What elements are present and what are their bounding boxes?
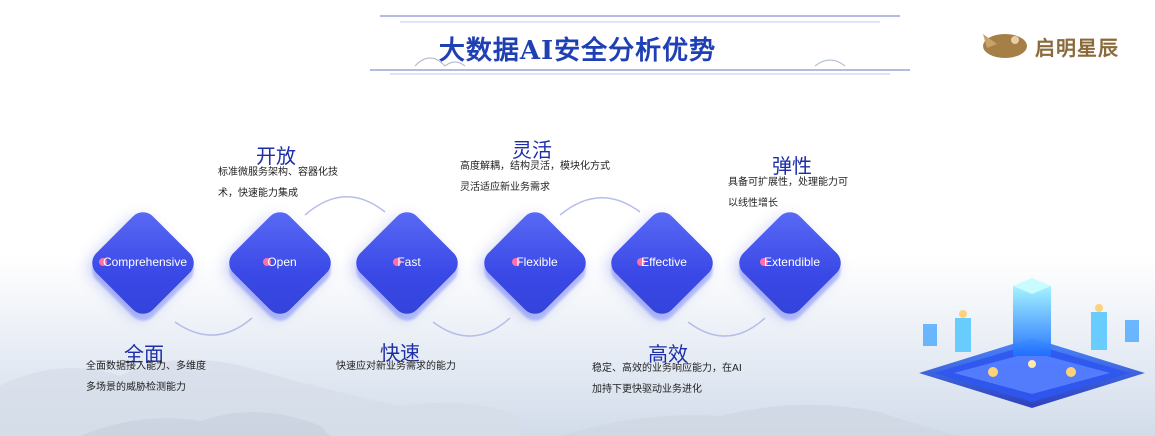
feature-heading-extendible: 弹性 xyxy=(772,154,812,178)
mountain-decoration xyxy=(0,359,960,436)
feature-diamond-effective: Effective xyxy=(605,206,719,327)
pink-dot-icon xyxy=(759,258,768,266)
feature-heading-flexible: 灵活 xyxy=(512,138,552,162)
feature-desc-fast: 快速应对新业务需求的能力 xyxy=(336,361,456,372)
pink-dot-icon xyxy=(393,258,402,266)
isometric-datacenter-illustration xyxy=(919,278,1145,408)
title-frame-decoration xyxy=(370,15,910,75)
pink-dot-icon xyxy=(263,258,272,266)
feature-heading-comprehensive: 全面 xyxy=(124,342,164,366)
diamond-label: Comprehensive xyxy=(88,255,198,269)
pink-dot-icon xyxy=(637,258,646,266)
feature-desc-open: 标准微服务架构、容器化技 术，快速能力集成 xyxy=(218,167,338,199)
venus-logo-icon xyxy=(983,34,1027,58)
feature-desc-effective: 稳定、高效的业务响应能力，在AI 加持下更快驱动业务进化 xyxy=(592,363,742,395)
feature-desc-flexible: 高度解耦，结构灵活，模块化方式 灵活适应新业务需求 xyxy=(460,161,610,193)
diamond-label: Flexible xyxy=(480,255,590,269)
feature-diamond-flexible: Flexible xyxy=(478,206,592,327)
feature-heading-open: 开放 xyxy=(256,144,296,168)
feature-diamond-extendible: Extendible xyxy=(733,206,847,327)
logo-text: 启明星辰 xyxy=(1035,36,1119,60)
feature-diamond-open: Open xyxy=(223,206,337,327)
diamond-label: Fast xyxy=(352,255,462,269)
diamond-label: Effective xyxy=(607,255,717,269)
feature-desc-extendible: 具备可扩展性，处理能力可 以线性增长 xyxy=(728,177,848,209)
diamond-label: Open xyxy=(225,255,335,269)
pink-dot-icon xyxy=(512,258,521,266)
diamond-label: Extendible xyxy=(735,255,845,269)
feature-heading-effective: 高效 xyxy=(648,342,688,366)
page-title: 大数据AI安全分析优势 xyxy=(438,36,717,66)
pink-dot-icon xyxy=(98,258,107,266)
feature-diamond-comprehensive: Comprehensive xyxy=(86,206,200,327)
feature-diamond-fast: Fast xyxy=(350,206,464,327)
feature-heading-fast: 快速 xyxy=(380,341,420,365)
feature-desc-comprehensive: 全面数据接入能力、多维度 多场景的威胁检测能力 xyxy=(86,361,206,393)
